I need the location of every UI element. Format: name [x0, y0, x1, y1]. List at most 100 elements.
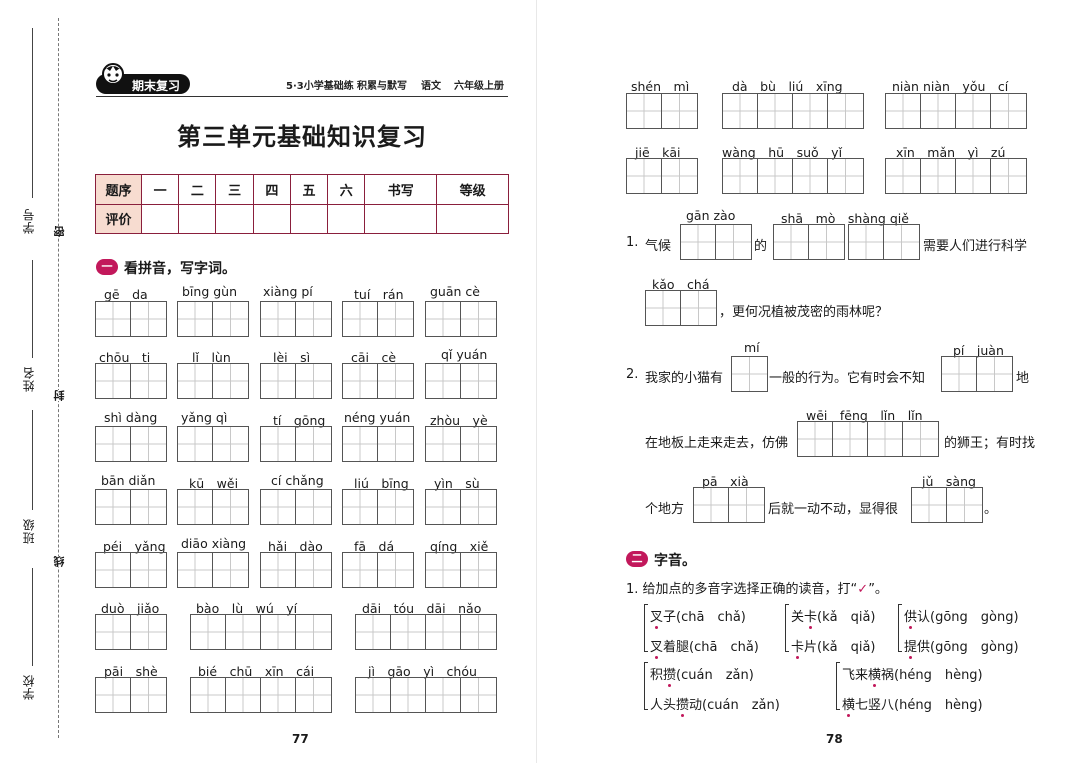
answer-boxes[interactable]: [355, 677, 497, 713]
answer-boxes[interactable]: [342, 489, 414, 525]
answer-boxes[interactable]: [95, 363, 167, 399]
score-cell: [327, 203, 366, 234]
answer-boxes[interactable]: [190, 614, 332, 650]
score-col: 二: [178, 174, 217, 205]
answer-boxes[interactable]: [425, 489, 497, 525]
answer-boxes[interactable]: [95, 489, 167, 525]
score-col: 四: [252, 174, 291, 205]
answer-boxes[interactable]: [425, 301, 497, 337]
score-table: 题序 一 二 三 四 五 六 书写 等级 评价: [95, 174, 509, 234]
answer-boxes[interactable]: [722, 93, 864, 129]
pinyin-label: kǎo chá: [652, 277, 710, 292]
pinyin-label: wēi fēng lǐn lǐn: [806, 408, 923, 423]
answer-boxes[interactable]: [731, 356, 768, 392]
answer-boxes[interactable]: [425, 426, 497, 462]
answer-boxes[interactable]: [941, 356, 1013, 392]
answer-boxes[interactable]: [177, 363, 249, 399]
pinyin-label: jiē kāi: [635, 145, 681, 160]
pinyin-label: yǎng qì: [181, 410, 228, 425]
dotted-char: 叉: [650, 636, 663, 659]
answer-boxes[interactable]: [693, 487, 765, 523]
pinyin-label: duò jiǎo: [101, 601, 160, 616]
polyphone-item[interactable]: 积攒(cuán zǎn): [650, 664, 754, 687]
answer-boxes[interactable]: [260, 363, 332, 399]
instruction-text-a: 1. 给加点的多音字选择正确的读音，打“: [626, 582, 858, 597]
pinyin-label: gē da: [104, 287, 148, 302]
answer-boxes[interactable]: [177, 552, 249, 588]
answer-boxes[interactable]: [680, 224, 752, 260]
page-number-right: 78: [826, 732, 843, 746]
dotted-char: 卡: [804, 606, 817, 629]
question-text: 气候: [645, 239, 672, 254]
pinyin-label: bié chū xīn cái: [198, 664, 315, 679]
page-number-left: 77: [292, 732, 309, 746]
answer-boxes[interactable]: [190, 677, 332, 713]
answer-boxes[interactable]: [355, 614, 497, 650]
polyphone-item[interactable]: 飞来横祸(héng hèng): [842, 664, 983, 687]
answer-boxes[interactable]: [626, 93, 698, 129]
answer-boxes[interactable]: [95, 301, 167, 337]
question-text: 一般的行为。它有时会不知: [769, 371, 926, 386]
score-col: 一: [140, 174, 180, 205]
pinyin-label: cāi cè: [351, 350, 397, 365]
header-series: 5·3小学基础练: [286, 81, 354, 92]
question-text: 后就一动不动，显得很: [768, 502, 899, 517]
pinyin-label: bān diǎn: [101, 473, 156, 488]
answer-boxes[interactable]: [425, 363, 497, 399]
answer-boxes[interactable]: [260, 489, 332, 525]
polyphone-item[interactable]: 叉子(chā chǎ): [650, 606, 746, 629]
answer-boxes[interactable]: [95, 426, 167, 462]
answer-boxes[interactable]: [626, 158, 698, 194]
name-line: [32, 260, 33, 358]
answer-boxes[interactable]: [260, 426, 332, 462]
polyphone-item[interactable]: 卡片(kǎ qiǎ): [791, 636, 875, 659]
answer-boxes[interactable]: [95, 552, 167, 588]
answer-boxes[interactable]: [95, 614, 167, 650]
instruction-text: 1. 给加点的多音字选择正确的读音，打“✓”。: [626, 578, 888, 597]
polyphone-item[interactable]: 提供(gōng gòng): [904, 636, 1019, 659]
answer-boxes[interactable]: [797, 421, 939, 457]
answer-boxes[interactable]: [773, 224, 845, 260]
pinyin-label: guān cè: [430, 284, 480, 299]
dotted-char: 提: [904, 636, 917, 659]
pinyin-label: xiàng pí: [263, 284, 313, 299]
bracket: [898, 604, 902, 652]
dotted-char: 横: [868, 664, 881, 687]
pinyin-label: fā dá: [354, 539, 395, 554]
answer-boxes[interactable]: [848, 224, 920, 260]
answer-boxes[interactable]: [342, 363, 414, 399]
answer-boxes[interactable]: [425, 552, 497, 588]
score-col: 五: [289, 174, 329, 205]
answer-boxes[interactable]: [260, 552, 332, 588]
pinyin-label: jǔ sàng: [922, 474, 976, 489]
answer-boxes[interactable]: [95, 677, 167, 713]
bracket: [785, 604, 789, 652]
answer-boxes[interactable]: [911, 487, 983, 523]
answer-boxes[interactable]: [177, 301, 249, 337]
answer-boxes[interactable]: [885, 158, 1027, 194]
answer-boxes[interactable]: [177, 489, 249, 525]
answer-boxes[interactable]: [342, 301, 414, 337]
dotted-char: 横: [842, 694, 855, 717]
score-cell: [289, 203, 329, 234]
polyphone-item[interactable]: 叉着腿(chā chǎ): [650, 636, 759, 659]
answer-boxes[interactable]: [722, 158, 864, 194]
answer-boxes[interactable]: [342, 426, 414, 462]
answer-boxes[interactable]: [260, 301, 332, 337]
question-text: 我家的小猫有: [645, 371, 724, 386]
pinyin-label: dà bù liú xīng: [732, 79, 843, 94]
answer-boxes[interactable]: [885, 93, 1027, 129]
dotted-char: 叉: [650, 606, 663, 629]
pinyin-label: liú bīng: [354, 476, 409, 491]
polyphone-item[interactable]: 横七竖八(héng hèng): [842, 694, 983, 717]
answer-boxes[interactable]: [177, 426, 249, 462]
answer-boxes[interactable]: [645, 290, 717, 326]
pinyin-label: bīng gùn: [182, 284, 238, 299]
polyphone-item[interactable]: 关卡(kǎ qiǎ): [791, 606, 876, 629]
polyphone-item[interactable]: 供认(gōng gòng): [904, 606, 1019, 629]
answer-boxes[interactable]: [342, 552, 414, 588]
pinyin-label: shén mì: [631, 79, 690, 94]
polyphone-item[interactable]: 人头攒动(cuán zǎn): [650, 694, 780, 717]
dotted-char: 供: [904, 606, 917, 629]
pinyin-label: qíng xiě: [430, 539, 489, 554]
